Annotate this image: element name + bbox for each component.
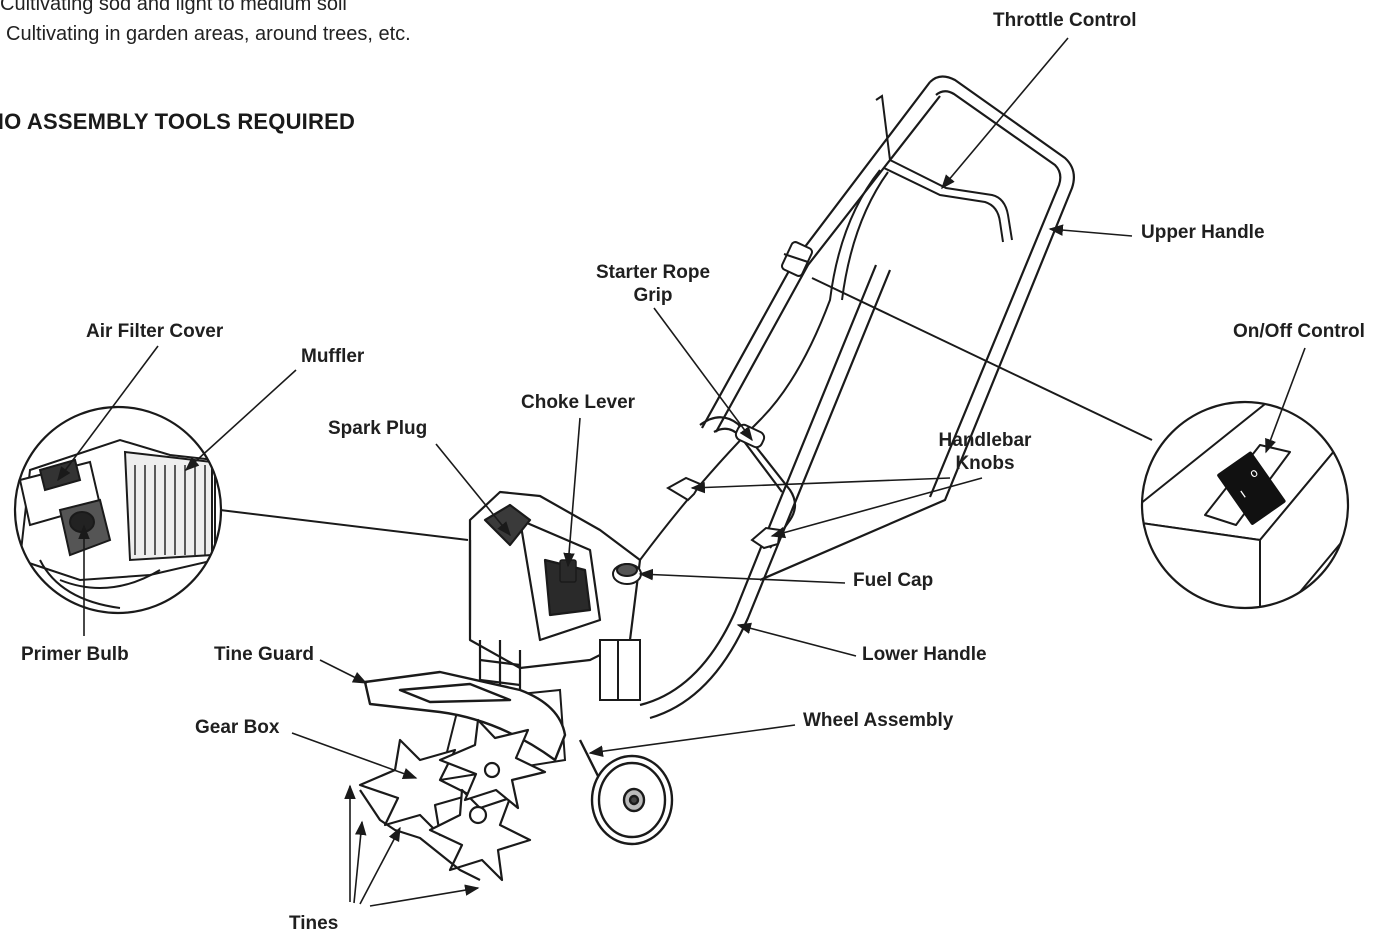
label-tines: Tines <box>289 913 339 934</box>
label-fuel-cap: Fuel Cap <box>853 570 934 591</box>
rocker-switch <box>1217 451 1286 525</box>
wheel-assembly <box>578 739 674 846</box>
leader-handlebar-knobs-upper <box>690 477 951 494</box>
label-handlebar-knobs-line2: Knobs <box>955 453 1015 474</box>
handlebar-knob-upper <box>666 476 702 502</box>
handlebar-knob-lower <box>750 526 782 550</box>
switch-inset-connector <box>811 277 1153 441</box>
label-lower-handle: Lower Handle <box>862 644 987 665</box>
switch-detail-ring <box>1140 400 1350 610</box>
label-choke-lever: Choke Lever <box>521 392 636 413</box>
engine-inset-connector <box>219 509 469 541</box>
label-throttle-control: Throttle Control <box>993 10 1137 31</box>
label-gear-box: Gear Box <box>195 717 280 738</box>
leader-air-filter-cover <box>57 345 159 482</box>
tine-guard <box>363 670 567 762</box>
label-starter-rope-grip-line2: Grip <box>633 285 673 306</box>
label-air-filter-cover: Air Filter Cover <box>86 321 224 342</box>
engine-detail-inset <box>15 407 221 613</box>
intro-line-1: Cultivating sod and light to medium soil <box>0 0 347 15</box>
leader-upper-handle <box>1048 224 1133 237</box>
assembly-heading: NO ASSEMBLY TOOLS REQUIRED <box>0 109 356 134</box>
leader-wheel-assembly <box>588 724 796 757</box>
label-tine-guard: Tine Guard <box>214 644 314 665</box>
leader-gear-box <box>291 732 418 779</box>
label-starter-rope-grip-line1: Starter Rope <box>595 262 711 283</box>
engine-body <box>468 490 642 705</box>
label-wheel-assembly: Wheel Assembly <box>803 710 954 731</box>
label-muffler: Muffler <box>301 346 365 367</box>
label-primer-bulb: Primer Bulb <box>21 644 129 665</box>
fuel-cap <box>612 563 642 585</box>
on-off-control-housing <box>781 241 813 277</box>
leader-handlebar-knobs-lower <box>770 477 983 539</box>
leader-tine-guard <box>319 659 368 684</box>
leader-throttle-control <box>941 37 1069 190</box>
label-handlebar-knobs-line1: Handlebar <box>938 430 1032 451</box>
leader-tines-4 <box>369 884 480 907</box>
label-on-off-control: On/Off Control <box>1233 321 1365 342</box>
leader-choke-lever <box>563 417 581 568</box>
leader-starter-rope-grip <box>653 307 753 442</box>
leader-tines-3 <box>359 826 401 905</box>
leader-spark-plug <box>435 443 511 537</box>
label-spark-plug: Spark Plug <box>328 418 428 439</box>
tines <box>358 718 547 882</box>
leader-lines <box>57 37 1306 907</box>
intro-line-2: Cultivating in garden areas, around tree… <box>6 23 411 45</box>
leader-lower-handle <box>736 622 857 657</box>
switch-detail-inset <box>1142 402 1348 608</box>
leader-tines-2 <box>353 820 367 904</box>
label-upper-handle: Upper Handle <box>1141 222 1265 243</box>
lower-handle-frame <box>639 264 892 720</box>
leader-on-off-control <box>1265 347 1306 454</box>
leader-muffler <box>184 369 297 471</box>
leader-fuel-cap <box>638 568 846 584</box>
